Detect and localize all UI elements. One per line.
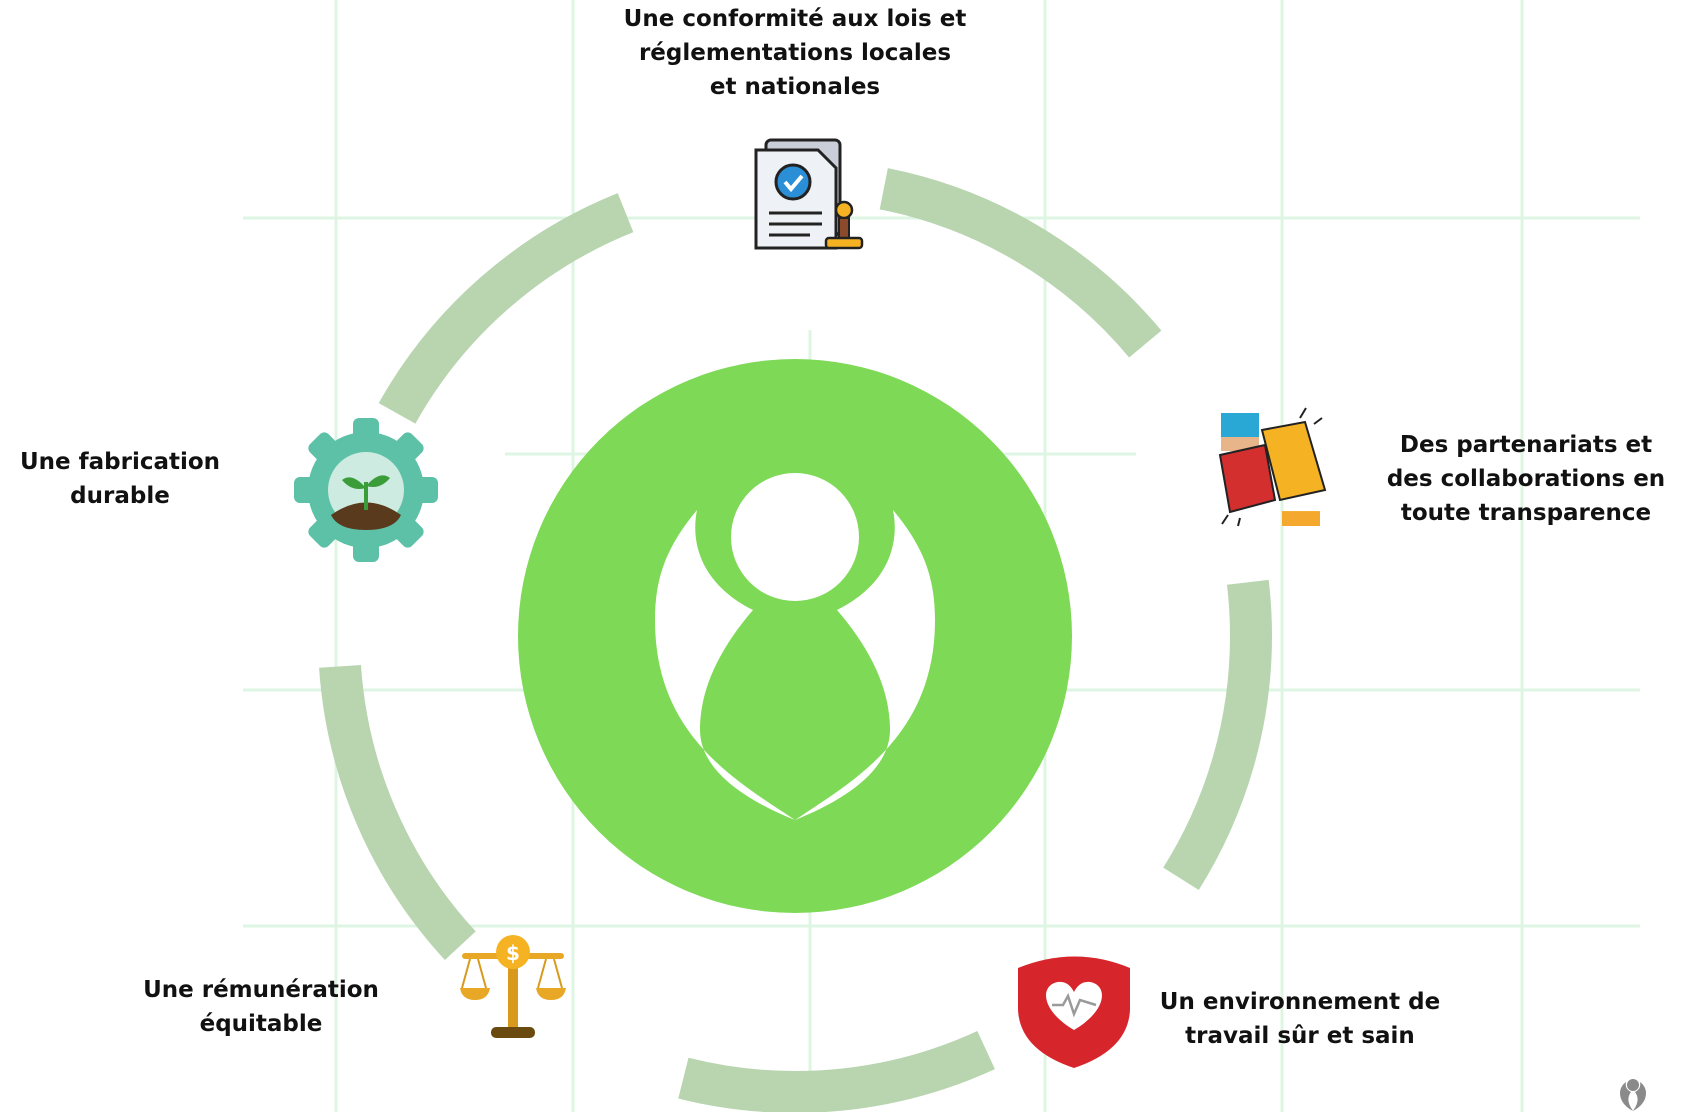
balance-scale-dollar-icon: $ — [460, 935, 566, 1038]
label-environnement: Un environnement de travail sûr et sain — [1150, 985, 1450, 1053]
label-line: réglementations locales — [638, 40, 952, 66]
label-line: et nationales — [709, 74, 881, 100]
label-remuneration: Une rémunération équitable — [125, 973, 397, 1041]
heart-shield-icon — [1018, 956, 1130, 1068]
label-line: des collaborations en — [1386, 466, 1666, 492]
label-partenariats: Des partenariats et des collaborations e… — [1370, 428, 1682, 530]
document-checklist-stamp-icon — [754, 138, 864, 250]
label-fabrication: Une fabrication durable — [6, 445, 234, 513]
label-conformite: Une conformité aux lois et réglementatio… — [595, 2, 995, 104]
puzzle-handshake-icon — [1218, 407, 1327, 527]
label-line: travail sûr et sain — [1185, 1023, 1415, 1049]
label-line: équitable — [199, 1011, 323, 1037]
label-line: Un environnement de — [1159, 989, 1441, 1015]
plant-gear-icon — [294, 418, 438, 562]
label-line: Des partenariats et — [1399, 432, 1653, 458]
label-line: Une fabrication — [19, 449, 221, 475]
label-line: Une conformité aux lois et — [623, 6, 967, 32]
label-line: durable — [70, 483, 170, 509]
label-line: toute transparence — [1400, 500, 1652, 526]
svg-text:$: $ — [506, 941, 520, 965]
center-logo — [518, 359, 1072, 913]
watermark-logo-icon — [1620, 1079, 1646, 1111]
label-line: Une rémunération — [143, 977, 379, 1003]
cycle-ring — [318, 159, 1272, 1112]
